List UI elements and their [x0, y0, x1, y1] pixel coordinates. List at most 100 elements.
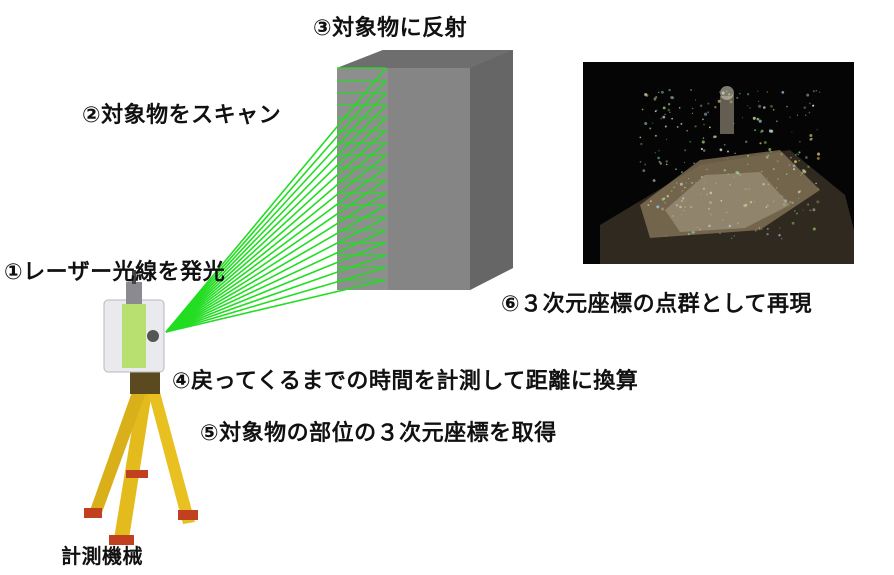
cloud-point: [667, 108, 671, 112]
laser-beam: [165, 117, 387, 333]
cloud-point: [770, 150, 772, 153]
laser-beam: [165, 129, 387, 333]
cloud-point: [661, 90, 664, 94]
cloud-point: [756, 117, 760, 121]
cloud-point: [696, 226, 699, 229]
cloud-point: [693, 162, 695, 165]
cloud-point: [781, 195, 783, 197]
laser-beam: [165, 204, 387, 333]
cloud-point: [690, 89, 693, 91]
cloud-point: [760, 129, 764, 133]
cloud-point: [676, 182, 678, 184]
statue-shape: [720, 96, 734, 134]
cloud-point: [689, 205, 693, 209]
cloud-point: [758, 104, 762, 108]
cloud-point: [738, 92, 741, 95]
cloud-point: [778, 234, 781, 237]
cloud-point: [792, 164, 796, 168]
cloud-point: [755, 230, 757, 232]
cloud-point: [654, 134, 657, 137]
cloud-point: [675, 168, 677, 171]
cloud-point: [670, 190, 673, 192]
laser-beam: [165, 266, 387, 333]
cloud-point: [791, 131, 793, 133]
cloud-point: [816, 152, 821, 156]
laser-beam: [165, 241, 387, 333]
cloud-point: [791, 221, 795, 225]
cloud-point: [720, 199, 723, 202]
cloud-point: [640, 142, 643, 146]
cloud-point: [789, 116, 791, 118]
cloud-point: [754, 129, 756, 132]
cloud-point: [708, 207, 710, 210]
cloud-point: [791, 201, 794, 204]
target-side-face: [470, 50, 513, 290]
cloud-point: [812, 208, 816, 212]
cloud-point: [794, 210, 796, 212]
cloud-point: [779, 227, 781, 229]
cloud-point: [722, 219, 724, 221]
cloud-point: [680, 213, 683, 216]
cloud-point: [671, 96, 675, 100]
cloud-point: [702, 118, 704, 121]
cloud-point: [807, 203, 810, 206]
cloud-point: [684, 149, 687, 152]
laser-beam: [165, 92, 387, 333]
cloud-point: [729, 184, 731, 186]
cloud-point: [796, 212, 798, 215]
step4-label: ④戻ってくるまでの時間を計測して距離に換算: [172, 369, 639, 394]
cloud-point: [706, 193, 709, 196]
target-object-box: [337, 50, 513, 290]
cloud-point: [669, 111, 671, 113]
cloud-point: [654, 99, 656, 102]
cloud-point: [817, 188, 819, 190]
cloud-point: [665, 160, 669, 163]
cloud-point: [664, 201, 666, 204]
cloud-point: [691, 231, 694, 234]
cloud-point: [772, 200, 775, 203]
cloud-point: [655, 96, 658, 99]
cloud-point: [761, 170, 763, 173]
cloud-point: [649, 127, 652, 130]
cloud-point: [758, 119, 762, 123]
step5-label: ⑤対象物の部位の３次元座標を取得: [200, 421, 557, 446]
cloud-point: [788, 164, 791, 166]
cloud-point: [781, 238, 783, 240]
cloud-point: [794, 160, 797, 164]
cloud-point: [694, 125, 697, 128]
cloud-point: [691, 112, 694, 115]
laser-beam: [165, 279, 387, 333]
cloud-point: [727, 173, 729, 175]
cloud-point: [662, 197, 666, 200]
cloud-point: [804, 156, 808, 159]
cloud-point: [681, 171, 683, 173]
cloud-point: [803, 106, 807, 109]
cloud-point: [792, 168, 796, 171]
cloud-point: [644, 163, 647, 166]
cloud-point: [656, 109, 658, 111]
cloud-point: [741, 117, 743, 119]
laser-beam: [165, 192, 387, 333]
cloud-point: [694, 99, 697, 101]
cloud-point: [700, 147, 704, 151]
laser-beam: [165, 79, 387, 333]
cloud-point: [736, 96, 739, 99]
cloud-point: [698, 228, 701, 231]
cloud-point: [809, 134, 813, 137]
cloud-point: [699, 104, 703, 107]
cloud-point: [652, 179, 656, 182]
cloud-point: [727, 158, 729, 160]
laser-beam: [165, 216, 387, 333]
point-cloud-dots: [639, 88, 821, 240]
cloud-point: [656, 205, 660, 209]
cloud-point: [734, 152, 736, 154]
cloud-point: [797, 153, 799, 156]
cloud-point: [807, 165, 810, 168]
cloud-point: [809, 209, 812, 212]
cloud-point: [660, 117, 663, 120]
cloud-point: [665, 138, 668, 141]
cloud-point: [798, 159, 800, 162]
cloud-point: [678, 107, 681, 109]
cloud-point: [703, 123, 705, 126]
laser-beam: [165, 67, 387, 333]
